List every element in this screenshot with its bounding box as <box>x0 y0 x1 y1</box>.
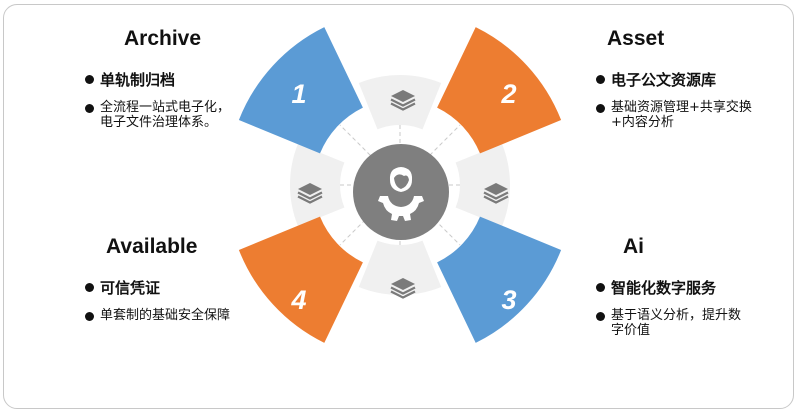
panel-available-main: 可信凭证 <box>84 277 284 298</box>
gray-segment-left <box>289 143 345 227</box>
panel-asset: Asset 电子公文资源库 基础资源管理+共享交换+内容分析 <box>595 27 795 130</box>
panel-archive: Archive 单轨制归档 全流程一站式电子化，电子文件治理体系。 <box>84 27 284 130</box>
panel-asset-title: Asset <box>607 27 665 50</box>
panel-archive-title: Archive <box>124 27 202 50</box>
panel-ai-title: Ai <box>623 235 644 258</box>
segment-3[interactable] <box>437 216 562 343</box>
panel-ai: Ai 智能化数字服务 基于语义分析，提升数字价值 <box>595 235 795 338</box>
segment-2-number: 2 <box>500 79 516 109</box>
panel-asset-sub: 基础资源管理+共享交换+内容分析 <box>595 100 771 130</box>
segment-3-number: 3 <box>501 285 516 315</box>
panel-ai-main: 智能化数字服务 <box>595 277 795 298</box>
panel-archive-sub: 全流程一站式电子化，电子文件治理体系。 <box>84 100 240 130</box>
panel-available: Available 可信凭证 单套制的基础安全保障 <box>84 235 284 323</box>
segment-4[interactable] <box>238 216 363 343</box>
segment-2[interactable] <box>437 27 562 154</box>
panel-ai-sub: 基于语义分析，提升数字价值 <box>595 308 751 338</box>
panel-archive-main: 单轨制归档 <box>84 69 284 90</box>
panel-asset-main: 电子公文资源库 <box>595 69 795 90</box>
panel-available-title: Available <box>106 235 198 258</box>
gray-segment-bottom <box>358 240 442 296</box>
user-gear-icon <box>378 167 424 221</box>
panel-available-sub: 单套制的基础安全保障 <box>84 308 240 323</box>
gray-segment-top <box>358 74 442 130</box>
gray-segments <box>289 74 511 296</box>
segment-1[interactable] <box>238 27 363 154</box>
segment-1-number: 1 <box>291 79 306 109</box>
segment-4-number: 4 <box>290 285 306 315</box>
gray-segment-right <box>455 143 511 227</box>
